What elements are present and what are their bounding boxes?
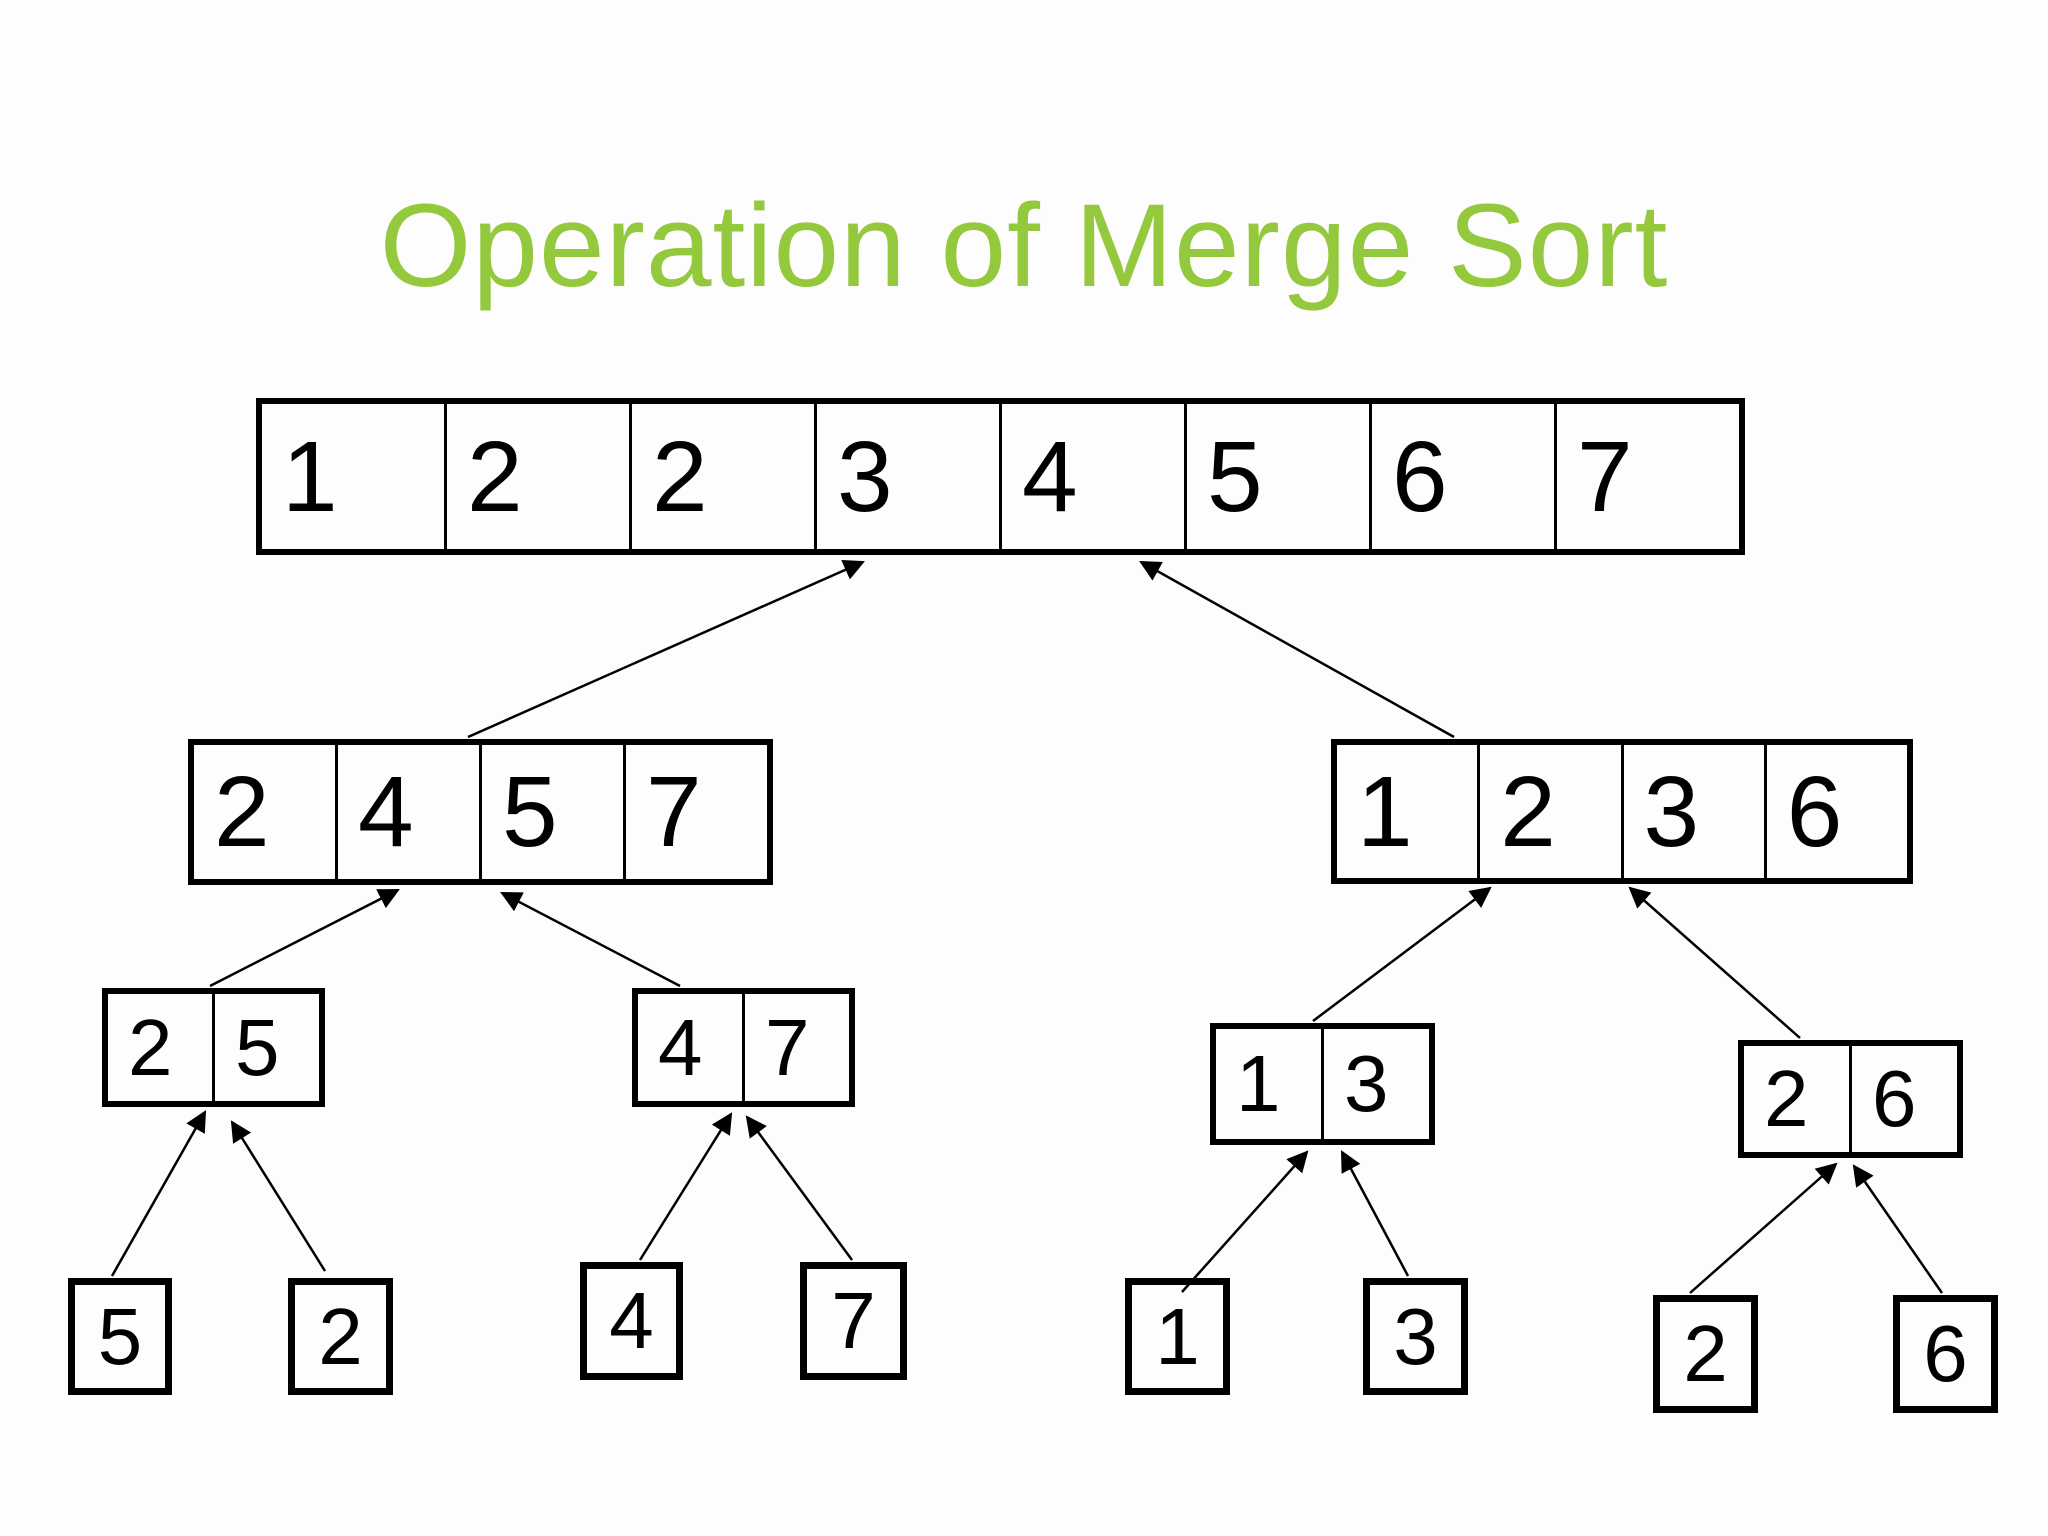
- leaf-box: 2: [1653, 1295, 1758, 1413]
- leaf-box: 3: [1363, 1278, 1468, 1395]
- array-level2-right: 1 2 3 6: [1331, 739, 1913, 884]
- page-title: Operation of Merge Sort: [379, 180, 1669, 312]
- leaf-box: 1: [1125, 1278, 1230, 1395]
- array-cell: 7: [742, 994, 849, 1101]
- array-level1-merged: 1 2 2 3 4 5 6 7: [256, 398, 1745, 555]
- array-cell: 2: [444, 404, 629, 549]
- array-cell: 4: [335, 745, 479, 879]
- array-cell: 4: [658, 1002, 703, 1092]
- merge-arrow-box-2-5-to-level2-left: [209, 888, 400, 988]
- array-cell: 2: [1764, 1054, 1809, 1143]
- leaf-box: 5: [68, 1278, 172, 1395]
- array-cell: 2: [629, 404, 814, 549]
- array-cell: 1: [1357, 755, 1413, 868]
- array-cell: 4: [999, 404, 1184, 549]
- array-cell: 3: [814, 404, 999, 549]
- array-level3-pair-1-3: 1 3: [1210, 1023, 1435, 1145]
- leaf-box: 4: [580, 1262, 683, 1380]
- array-cell: 1: [282, 420, 338, 533]
- merge-arrow-leaf-6-to-box-2-6: [1852, 1164, 1944, 1294]
- array-level3-pair-4-7: 4 7: [632, 988, 855, 1107]
- leaf-box: 2: [288, 1278, 393, 1395]
- leaf-box: 6: [1893, 1295, 1998, 1413]
- array-cell: 2: [1477, 745, 1620, 878]
- merge-arrow-leaf-5-to-box-2-5: [110, 1110, 207, 1277]
- array-cell: 1: [1236, 1039, 1281, 1128]
- merge-arrow-leaf-4-to-box-4-7: [638, 1112, 733, 1261]
- merge-arrow-box-2-6-to-level2-right: [1628, 886, 1801, 1039]
- merge-arrow-leaf-7-to-box-4-7: [745, 1115, 854, 1261]
- array-cell: 6: [1763, 745, 1907, 878]
- array-level2-left: 2 4 5 7: [188, 739, 773, 885]
- merge-arrow-leaf-2a-to-box-2-5: [230, 1120, 327, 1272]
- merge-arrow-leaf-1-to-box-1-3: [1181, 1150, 1309, 1293]
- array-cell: 2: [128, 1002, 173, 1092]
- merge-arrow-level2-right-to-level1: [1139, 560, 1455, 739]
- array-cell: 7: [1554, 404, 1739, 549]
- array-cell: 5: [1184, 404, 1369, 549]
- array-level3-pair-2-6: 2 6: [1738, 1040, 1963, 1158]
- merge-arrow-leaf-2b-to-box-2-6: [1689, 1162, 1838, 1294]
- merge-arrow-leaf-3-to-box-1-3: [1340, 1150, 1410, 1277]
- array-cell: 3: [1620, 745, 1764, 878]
- array-cell: 5: [212, 994, 319, 1101]
- array-cell: 2: [214, 756, 270, 868]
- array-level3-pair-2-5: 2 5: [102, 988, 325, 1107]
- array-cell: 5: [479, 745, 623, 879]
- merge-arrow-level2-left-to-level1: [467, 560, 865, 739]
- merge-arrow-box-4-7-to-level2-left: [500, 891, 681, 988]
- array-cell: 6: [1369, 404, 1554, 549]
- merge-arrow-box-1-3-to-level2-right: [1312, 886, 1492, 1022]
- array-cell: 7: [623, 745, 767, 879]
- array-cell: 3: [1321, 1029, 1429, 1139]
- array-cell: 6: [1849, 1046, 1957, 1152]
- leaf-box: 7: [800, 1262, 907, 1380]
